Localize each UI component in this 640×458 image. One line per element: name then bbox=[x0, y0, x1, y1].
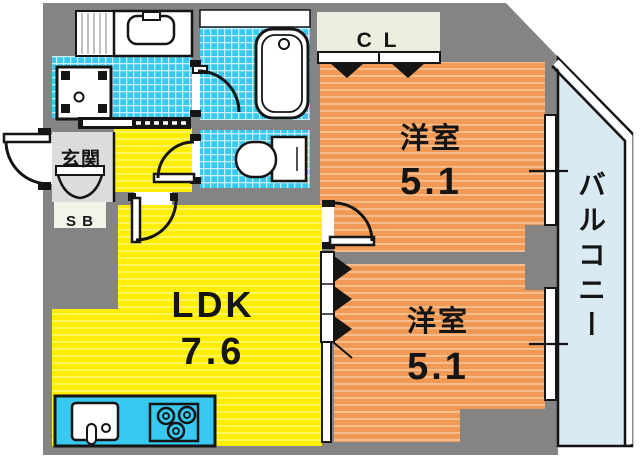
ldk-floor bbox=[52, 205, 322, 446]
partition-folding-doors bbox=[320, 251, 352, 343]
kitchen-sink bbox=[70, 401, 120, 445]
bathroom-door bbox=[190, 60, 241, 117]
washroom-sliding-door bbox=[78, 117, 191, 129]
balcony-railing bbox=[551, 65, 627, 446]
bedroom-lower-label: 洋室 bbox=[407, 304, 469, 338]
closet-label: C L bbox=[357, 29, 400, 52]
stove bbox=[148, 402, 200, 443]
ldk-label: LDK bbox=[172, 284, 255, 325]
toilet-door bbox=[152, 134, 201, 184]
entrance-label: 玄関 bbox=[61, 147, 101, 170]
bathroom-window-ledge bbox=[199, 9, 311, 28]
bedroom-upper-door bbox=[322, 200, 376, 249]
ldk-size: 7.6 bbox=[181, 331, 246, 373]
bedroom-lower-floor bbox=[334, 264, 545, 442]
ldk-door bbox=[128, 192, 178, 244]
entrance-door bbox=[2, 128, 52, 190]
balcony bbox=[551, 54, 634, 448]
balcony-label: バルコニー bbox=[575, 170, 606, 345]
shoe-box-doors bbox=[55, 165, 105, 200]
washing-machine-pan bbox=[55, 65, 113, 121]
bedroom-upper-window bbox=[529, 114, 568, 226]
bedroom-upper-size: 5.1 bbox=[400, 161, 462, 203]
bedroom-lower-size: 5.1 bbox=[407, 346, 469, 388]
shoe-box-label: S B bbox=[66, 213, 94, 230]
bedroom-lower-window bbox=[529, 287, 568, 401]
shoe-box bbox=[54, 202, 106, 228]
bedroom-upper-label: 洋室 bbox=[400, 121, 462, 155]
partition-fixed-window bbox=[321, 341, 353, 443]
vanity-sink bbox=[112, 9, 194, 58]
toilet bbox=[234, 135, 308, 183]
kitchen-counter bbox=[53, 394, 217, 448]
closet-folding-doors bbox=[317, 51, 441, 78]
bathtub bbox=[254, 27, 310, 120]
bedroom-upper-floor bbox=[320, 62, 545, 252]
closet-floor bbox=[317, 12, 440, 52]
louver-panel bbox=[75, 10, 115, 57]
